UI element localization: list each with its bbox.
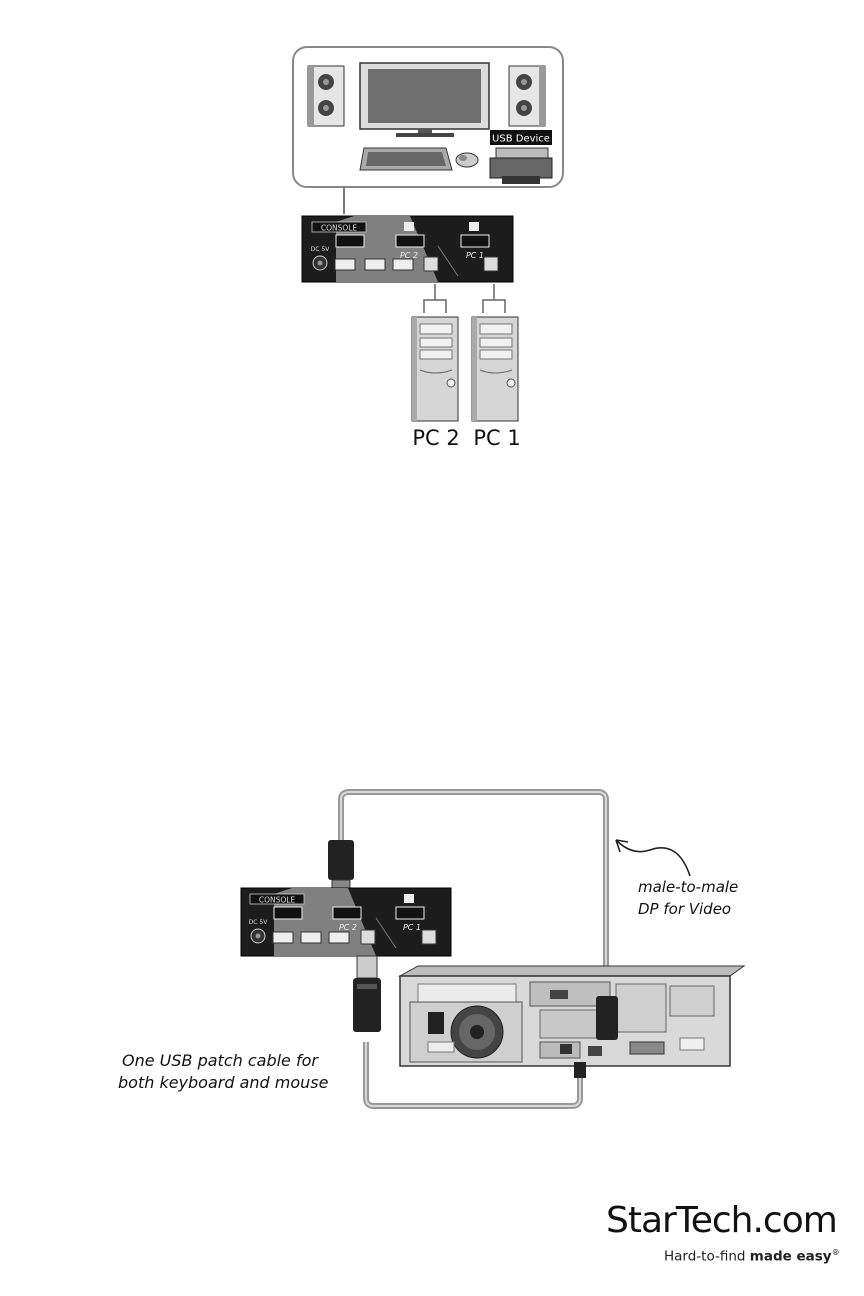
- usb-a-plug-icon: [574, 1062, 586, 1078]
- right-speaker-icon: [509, 66, 545, 126]
- tagline-prefix: Hard-to-find: [664, 1249, 750, 1265]
- pc1-tower-icon: [472, 317, 518, 421]
- keyboard-icon: [360, 148, 452, 170]
- usb-port: [365, 259, 385, 270]
- pc1-cable-bracket: [483, 284, 505, 313]
- dp-annotation-line-1: male-to-male: [638, 878, 738, 896]
- usb-port: [393, 259, 413, 270]
- dp-connector-icon: [328, 840, 354, 892]
- pc1-label: PC 1: [473, 426, 520, 450]
- monitor-icon: [360, 63, 489, 137]
- pc2-cable-bracket: [424, 284, 446, 313]
- logo-tagline: Hard-to-find made easy®: [664, 1248, 840, 1265]
- annotation-arrow: [616, 840, 690, 876]
- usb-annotation-line-2: both keyboard and mouse: [118, 1073, 329, 1092]
- pc2-tower-icon: [412, 317, 458, 421]
- console-dp-port: [336, 235, 364, 247]
- left-speaker-icon: [308, 66, 344, 126]
- mouse-icon: [456, 153, 478, 167]
- pc1-usb-b-port: [422, 930, 436, 944]
- dp-connector-icon: [596, 996, 618, 1040]
- usb-device-label: USB Device: [492, 134, 550, 145]
- usb-annotation-line-1: One USB patch cable for: [122, 1051, 319, 1070]
- startech-wordmark: StarTech.com: [606, 1200, 837, 1241]
- kvm-switch-bottom: CONSOLE PC 2 PC 1 DC 5V: [241, 888, 451, 956]
- usb-b-plug-icon: [353, 956, 381, 1032]
- pc2-usb-b-port: [361, 930, 375, 944]
- pc2-dp-port: [333, 907, 361, 919]
- usb-port: [335, 259, 355, 270]
- computer-rear-panel: [400, 966, 744, 1066]
- kvm-dc-label: DC 5V: [249, 919, 269, 926]
- tagline-bold: made easy: [750, 1249, 832, 1265]
- kvm-switch: CONSOLE PC 2 PC 1 DC 5V: [302, 216, 513, 282]
- pc1-dp-port: [396, 907, 424, 919]
- pc2-dp-port: [396, 235, 424, 247]
- kvm-console-label: CONSOLE: [259, 896, 296, 905]
- usb-port: [273, 932, 293, 943]
- power-socket-icon: [428, 1012, 444, 1034]
- dp-annotation-line-2: DP for Video: [638, 900, 731, 918]
- pc2-usb-b-port: [424, 257, 438, 271]
- startech-logo: StarTech.com Hard-to-find made easy®: [606, 1200, 828, 1270]
- pc2-label: PC 2: [412, 426, 459, 450]
- kvm-pc1-label: PC 1: [466, 251, 484, 260]
- pc1-usb-b-port: [484, 257, 498, 271]
- kvm-dc-label: DC 5V: [311, 246, 331, 253]
- usb-port: [301, 932, 321, 943]
- usb-port: [329, 932, 349, 943]
- bottom-connection-diagram: CONSOLE PC 2 PC 1 DC 5V: [0, 780, 864, 1140]
- top-connection-diagram: USB Device CONSOLE PC 2 PC 1 DC 5V: [0, 0, 864, 460]
- registered-mark: ®: [832, 1248, 840, 1257]
- kvm-pc1-label: PC 1: [403, 923, 421, 932]
- kvm-pc2-label: PC 2: [339, 923, 357, 932]
- pc1-dp-port: [461, 235, 489, 247]
- kvm-console-label: CONSOLE: [321, 224, 358, 233]
